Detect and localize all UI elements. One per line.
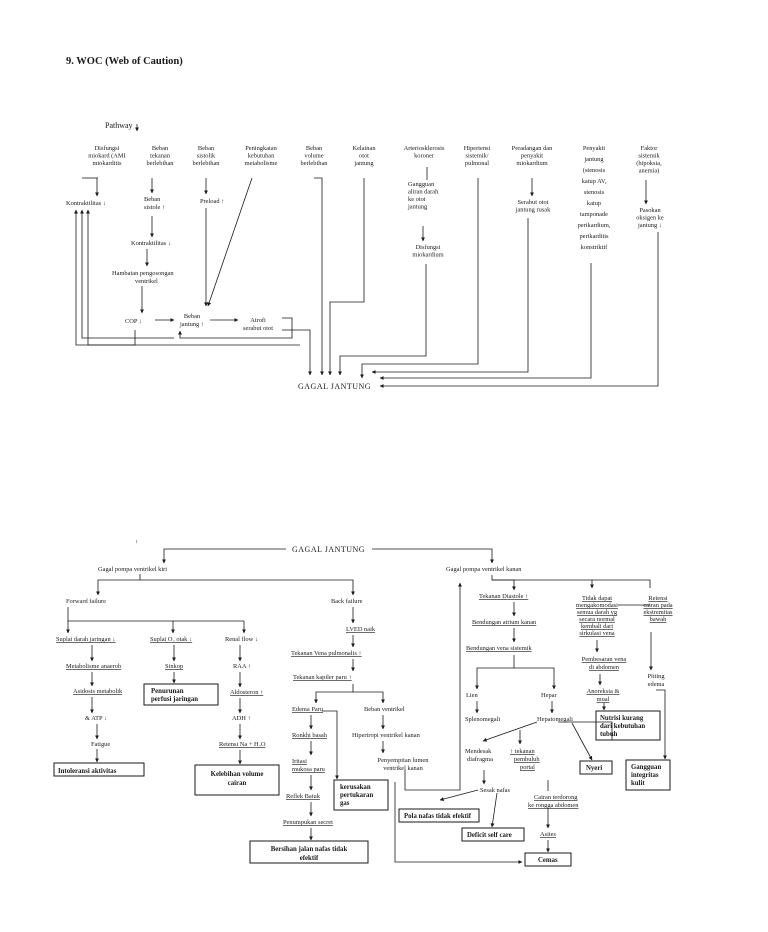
node-tekanan-kapiler: Tekanan kapiler paru ↑ <box>293 674 352 681</box>
node-hipertropi: Hipertropi ventrikel kanan <box>352 732 421 739</box>
page-heading: 9. WOC (Web of Caution) <box>66 56 183 67</box>
dx-kelebihan-volume-box <box>194 764 280 796</box>
node-ronkhi: Ronkhi basah <box>292 732 328 739</box>
dx-defisit-box <box>461 827 525 842</box>
node-splenomegali: Splenomegali <box>465 716 500 723</box>
node-asidosis: Asidosis metabolik <box>73 688 123 695</box>
node-bendungan-vena: Bendungan vena sistemik <box>466 645 532 652</box>
dx-cemas: Cemas <box>538 857 558 864</box>
node-fatigue: Fatigue <box>91 741 110 748</box>
node-back-failure: Back failure <box>331 598 363 605</box>
dx-kerusakan-box <box>333 779 389 811</box>
node-renal-flow: Renal flow ↓ <box>225 636 258 643</box>
dx-nyeri: Nyeri <box>586 765 602 772</box>
node-lien: Lien <box>466 692 479 699</box>
node-edema-paru: Edema Paru <box>292 706 324 713</box>
dx-nutrisi-box <box>595 710 661 741</box>
stray-mark: ˡ <box>136 539 138 547</box>
node-tekanan-vena: Tekanan Vena pulmonalis ↑ <box>291 650 362 657</box>
dx-bersihan-box <box>249 840 369 864</box>
node-kontraktilitas-1: Kontraktilitas ↓ <box>66 200 106 207</box>
node-penumpukan: Penumpukan secret <box>283 819 333 826</box>
dx-perfusi-box <box>143 683 219 706</box>
dx-integritas-box <box>625 759 671 791</box>
node-beban-ventrikel: Beban ventrikel <box>364 706 405 713</box>
node-hepatomegali: Hepatomegali <box>537 716 573 723</box>
node-tekanan-diastole: Tekanan Diastole ↑ <box>479 593 528 600</box>
dx-defisit: Deficit self care <box>467 832 512 839</box>
dx-cemas-box <box>524 852 572 867</box>
node-hepar: Hepar <box>541 692 557 699</box>
dx-intoleransi: Intoleransi aktivitas <box>58 768 117 775</box>
dx-pola-nafas-box <box>398 808 480 823</box>
dx-intoleransi-box <box>53 762 145 777</box>
node-aldosteron: Aldosteron ↑ <box>230 689 263 696</box>
dx-pola-nafas: Pola nafas tidak efektif <box>404 813 472 820</box>
node-sinkop: Sinkop <box>165 663 183 670</box>
node-kontraktilitas-2: Kontraktilitas ↓ <box>131 240 171 247</box>
node-asites: Asites <box>540 831 556 838</box>
node-forward-failure: Forward failure <box>66 598 106 605</box>
pathway-label: Pathway <box>105 121 133 130</box>
node-refleks: Reflek Batuk <box>286 793 321 800</box>
node-gagal-jantung-top: GAGAL JANTUNG <box>298 382 371 391</box>
node-anoreksia: Anoreksia &mual <box>587 688 620 703</box>
node-cop: COP ↓ <box>125 318 142 325</box>
node-gagal-kiri: Gagal pompa ventrikel kiri <box>98 566 167 573</box>
dx-nyeri-box <box>579 760 613 775</box>
node-bendungan-atrium: Bendungan atrium kanan <box>472 619 537 626</box>
bottom-arrows <box>66 548 667 864</box>
node-lved: LVED naik <box>346 626 376 633</box>
node-sesak: Sesak nafas <box>480 787 511 794</box>
node-metabolisme: Metabolisme anaerob <box>66 663 121 670</box>
top-arrows <box>74 124 659 388</box>
node-adh: ADH ↑ <box>232 715 251 722</box>
node-gagal-jantung-bottom: GAGAL JANTUNG <box>292 545 365 554</box>
node-gagal-kanan: Gagal pompa ventrikel kanan <box>446 566 522 573</box>
node-suplai-darah: Suplai darah jaringan ↓ <box>56 636 115 643</box>
node-preload: Preload ↑ <box>200 198 224 205</box>
node-atp: & ATP ↓ <box>85 715 107 722</box>
node-suplai-o2: Suplai O₂ otak ↓ <box>150 636 192 643</box>
node-raa: RAA ↑ <box>233 663 251 670</box>
node-retensi: Retensi Na + H₂O <box>219 741 266 748</box>
